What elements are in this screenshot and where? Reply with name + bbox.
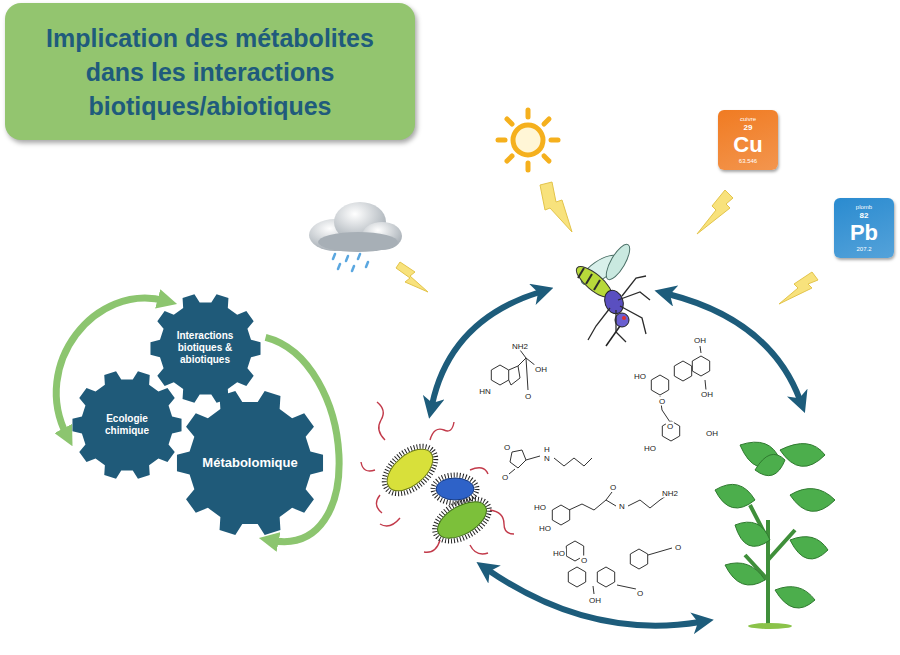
sun [498, 110, 558, 170]
cycle-arrow [432, 292, 800, 626]
atom-label: HO [633, 372, 647, 381]
atom-label: HO [552, 549, 566, 558]
element-info: plomb [856, 203, 872, 211]
atom-label: O [524, 392, 532, 401]
atom-label: O [674, 543, 682, 552]
element-tile: cuivre29Cu63.546 [718, 110, 778, 170]
atom-label: OH [705, 429, 719, 438]
gear-label: Interactions biotiques & abiotiques [165, 330, 245, 366]
atom-label: O [658, 397, 666, 406]
gear-outline [72, 371, 181, 479]
atom-label: N [543, 454, 551, 463]
atom-label: HN [478, 387, 492, 396]
atom-label: H [543, 445, 551, 454]
atom-label: O [501, 473, 509, 482]
gear-label: Métabolomique [202, 455, 297, 471]
element-tile: plomb82Pb207.2 [834, 198, 894, 258]
mosquito [572, 241, 650, 346]
atom-label: O [666, 422, 674, 431]
chemical-structure [491, 346, 709, 594]
atom-label: OH [693, 336, 707, 345]
gear-label: Ecologie chimique [92, 413, 162, 437]
element-info: cuivre [740, 115, 756, 123]
bacteria [361, 402, 514, 554]
gear-node: Ecologie chimique [71, 369, 183, 481]
lightning-bolt [396, 182, 818, 304]
rain-cloud [309, 202, 402, 271]
atom-label: O [503, 443, 511, 452]
gear-node: Interactions biotiques & abiotiques [149, 292, 262, 405]
element-symbol: Pb [850, 221, 878, 245]
element-info: 207.2 [856, 245, 871, 253]
element-symbol: Cu [733, 133, 762, 157]
atom-label: OH [588, 596, 602, 605]
atom-label: HO [643, 444, 657, 453]
plant [715, 442, 835, 629]
title-text: Implication des métabolites dans les int… [18, 21, 403, 123]
atom-label: N [618, 502, 626, 511]
atom-label: OH [700, 390, 714, 399]
atom-label: O [609, 483, 617, 492]
atom-label: HO [533, 503, 547, 512]
gear-outline [150, 294, 260, 403]
atom-label: HO [538, 524, 552, 533]
atom-label: O [580, 556, 588, 565]
atom-label: O [636, 589, 644, 598]
atom-label: OH [534, 365, 548, 374]
gear-outline [177, 391, 323, 535]
element-info: 63.546 [739, 157, 757, 165]
gear-node: Métabolomique [175, 388, 325, 538]
element-info: 82 [860, 211, 869, 221]
atom-label: NH2 [661, 489, 679, 498]
atom-label: NH2 [511, 342, 529, 351]
title-banner: Implication des métabolites dans les int… [5, 3, 415, 140]
element-info: 29 [744, 123, 753, 133]
